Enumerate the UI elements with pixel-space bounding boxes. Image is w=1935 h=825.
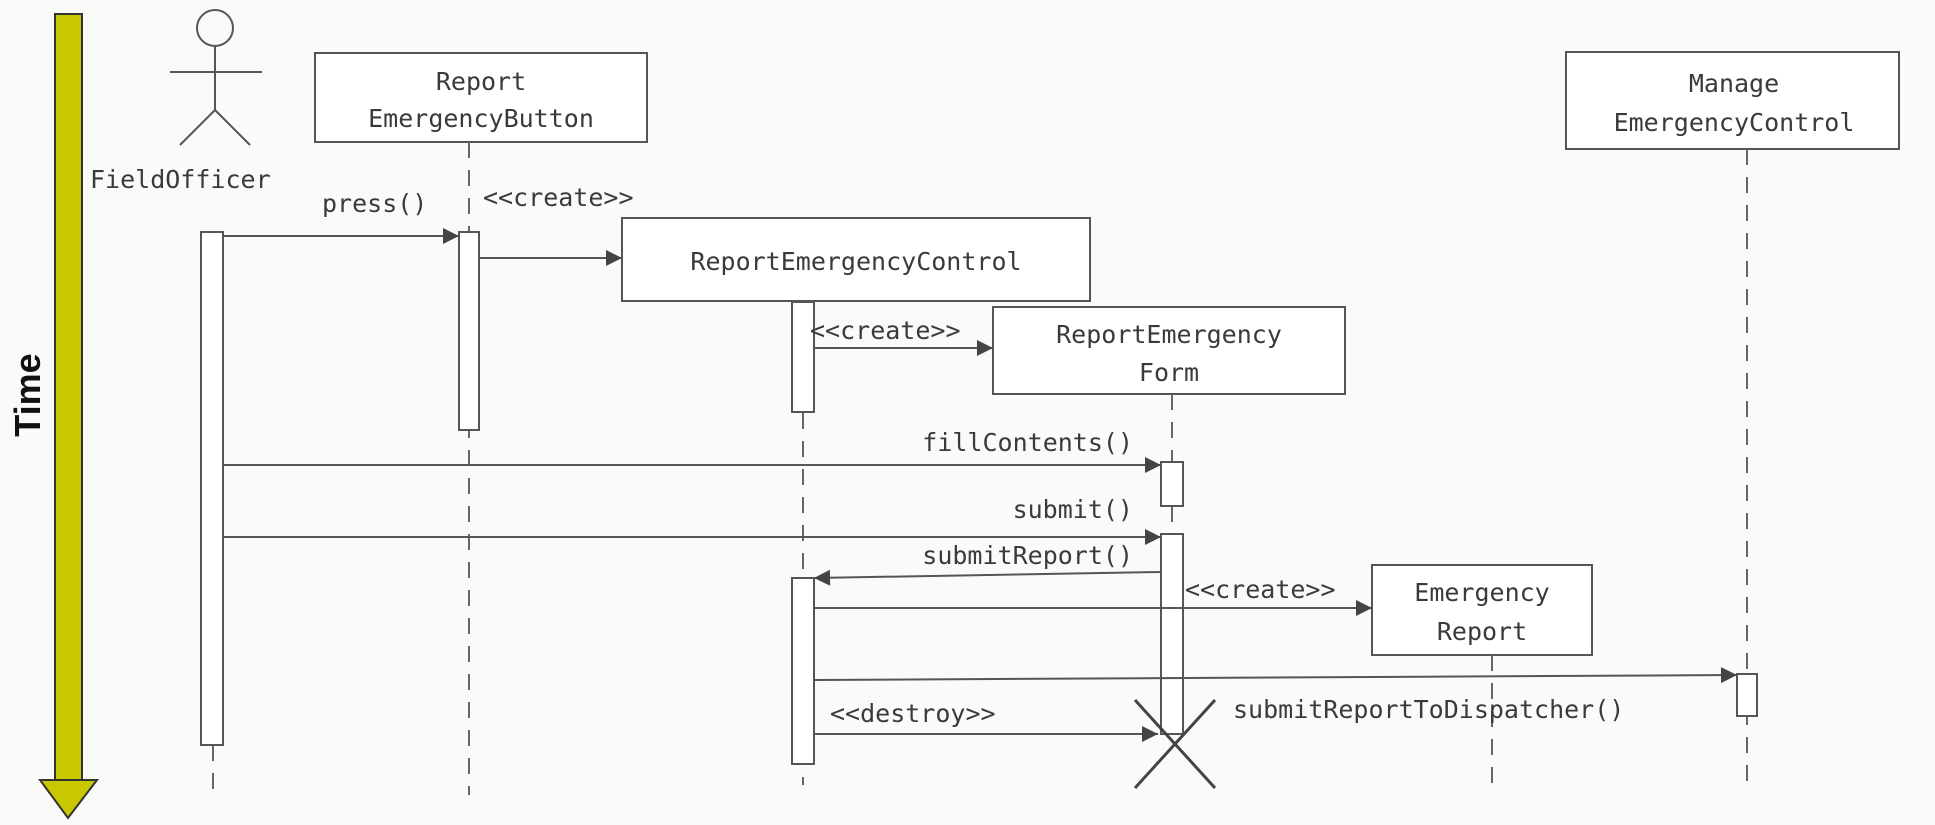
- message-arrow: [813, 569, 1162, 586]
- time-axis-label: Time: [7, 353, 48, 436]
- object-label-line1: ReportEmergency: [1056, 320, 1282, 349]
- object-label-line2: EmergencyControl: [1614, 108, 1855, 137]
- message-fill-contents: fillContents(): [223, 428, 1161, 473]
- object-report-emergency-button: Report EmergencyButton: [314, 52, 648, 143]
- message-label: <<create>>: [1185, 575, 1336, 604]
- message-label: <<destroy>>: [830, 699, 996, 728]
- message-destroy: <<destroy>>: [814, 699, 1158, 742]
- message-label: press(): [322, 189, 427, 218]
- object-label-line2: EmergencyButton: [368, 104, 594, 133]
- message-label: <<create>>: [483, 183, 634, 212]
- object-label-line1: Manage: [1689, 69, 1779, 98]
- time-axis-arrowhead: [38, 779, 100, 820]
- object-box: [992, 306, 1346, 395]
- object-label-line1: Emergency: [1414, 578, 1549, 607]
- object-label-line2: Report: [1437, 617, 1527, 646]
- message-create-control: <<create>>: [479, 183, 634, 266]
- time-axis: Time: [7, 13, 100, 820]
- message-label: submitReport(): [922, 541, 1133, 570]
- message-press: press(): [223, 189, 459, 244]
- message-submit: submit(): [223, 495, 1161, 545]
- object-box: [314, 52, 648, 143]
- object-box: [621, 217, 1091, 302]
- object-report-emergency-form: ReportEmergency Form: [992, 306, 1346, 395]
- message-submit-report-to-dispatcher: submitReportToDispatcher(): [813, 667, 1738, 724]
- object-label-line1: Report: [436, 67, 526, 96]
- object-label-line2: Form: [1139, 358, 1199, 387]
- destruction-mark: [1133, 698, 1217, 790]
- object-box: [1565, 51, 1900, 150]
- activation-field-officer: [200, 231, 224, 746]
- message-create-form: <<create>>: [810, 316, 993, 356]
- destruction-stroke-2: [1133, 698, 1217, 790]
- object-label: ReportEmergencyControl: [690, 247, 1021, 276]
- object-report-emergency-control: ReportEmergencyControl: [621, 217, 1091, 302]
- message-label: submitReportToDispatcher(): [1233, 695, 1624, 724]
- object-emergency-report: Emergency Report: [1371, 564, 1593, 656]
- message-arrow: [813, 667, 1738, 684]
- activation-report-emergency-form-1: [1160, 461, 1184, 507]
- message-label: submit(): [1013, 495, 1133, 524]
- time-axis-shaft: [54, 13, 83, 785]
- activation-report-emergency-control-1: [791, 301, 815, 413]
- message-label: <<create>>: [810, 316, 961, 345]
- message-label: fillContents(): [922, 428, 1133, 457]
- actor-head: [196, 9, 234, 47]
- message-submit-report: submitReport(): [813, 541, 1162, 586]
- actor-left-leg: [179, 109, 216, 146]
- actor-right-leg: [214, 109, 251, 146]
- activation-manage-emergency-control: [1736, 673, 1758, 717]
- activation-report-emergency-form-2: [1160, 533, 1184, 735]
- activation-report-emergency-control-2: [791, 577, 815, 765]
- actor-name: FieldOfficer: [90, 165, 271, 194]
- activation-report-emergency-button: [458, 231, 480, 431]
- message-create-emergency-report: <<create>>: [814, 575, 1372, 616]
- object-box: [1371, 564, 1593, 656]
- actor-field-officer: FieldOfficer: [90, 9, 271, 194]
- object-manage-emergency-control: Manage EmergencyControl: [1565, 51, 1900, 150]
